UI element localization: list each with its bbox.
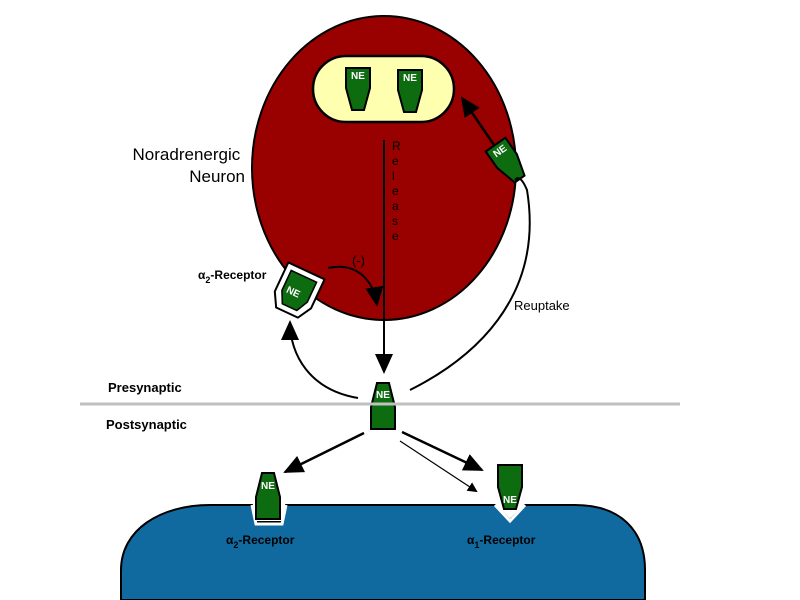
ne-label: NE <box>284 285 302 301</box>
reuptake-label: Reuptake <box>514 298 570 313</box>
inhibition-arrow <box>327 265 384 307</box>
postsynaptic-cell <box>120 504 646 600</box>
ne-label: NE <box>376 390 390 401</box>
neuron-label: Noradrenergic Neuron <box>133 145 245 186</box>
ne-molecule-alpha1-post: NE <box>497 464 523 510</box>
neuron-label-line2: Neuron <box>189 167 245 186</box>
autoreceptor-curve <box>281 320 359 399</box>
ne-label: NE <box>351 71 365 82</box>
ne-molecule-alpha2-post: NE <box>255 472 281 520</box>
ne-label: NE <box>403 73 417 84</box>
neuron-label-line1: Noradrenergic <box>133 145 241 164</box>
receptor-word: -Receptor <box>479 533 535 547</box>
release-letter: a <box>392 199 399 213</box>
release-letter: e <box>392 184 399 198</box>
postsynaptic-label: Postsynaptic <box>106 417 187 432</box>
alpha2-pre-label: α2-Receptor <box>198 268 267 285</box>
alpha1-post-label: α1-Receptor <box>467 533 536 550</box>
ne-molecule-reuptake: NE <box>484 136 526 184</box>
receptor-word: -Receptor <box>238 533 294 547</box>
ne-label: NE <box>503 495 517 506</box>
ne-molecule-vesicle-1: NE <box>345 67 371 111</box>
release-letter: R <box>392 139 401 153</box>
alpha-symbol: α <box>198 268 206 282</box>
arrow-to-alpha1-post-thick <box>401 430 484 472</box>
alpha2-post-label: α2-Receptor <box>226 533 295 550</box>
receptor-word: -Receptor <box>210 268 266 282</box>
release-letter: s <box>392 214 398 228</box>
vesicle <box>311 54 456 124</box>
arrow-to-alpha2-post <box>283 431 365 474</box>
ne-molecule-synaptic: NE <box>370 382 396 430</box>
alpha-subscript: 1 <box>474 540 479 550</box>
release-letter: e <box>392 154 399 168</box>
alpha-symbol: α <box>467 533 475 547</box>
release-letter: e <box>392 229 399 243</box>
alpha-symbol: α <box>226 533 234 547</box>
ne-label: NE <box>261 481 275 492</box>
inhibit-label: (-) <box>352 253 365 268</box>
ne-molecule-vesicle-2: NE <box>397 69 423 113</box>
reuptake-arrow-into-vesicle <box>460 96 496 146</box>
arrow-to-alpha1-post-thin <box>399 440 478 493</box>
reuptake-curve <box>409 177 531 391</box>
alpha-subscript: 2 <box>205 275 210 285</box>
release-label: R e l e a s e <box>392 139 404 243</box>
alpha-subscript: 2 <box>233 540 238 550</box>
alpha2-presynaptic-receptor: NE <box>273 261 326 319</box>
presynaptic-label: Presynaptic <box>108 380 182 395</box>
release-letter: l <box>392 169 395 183</box>
